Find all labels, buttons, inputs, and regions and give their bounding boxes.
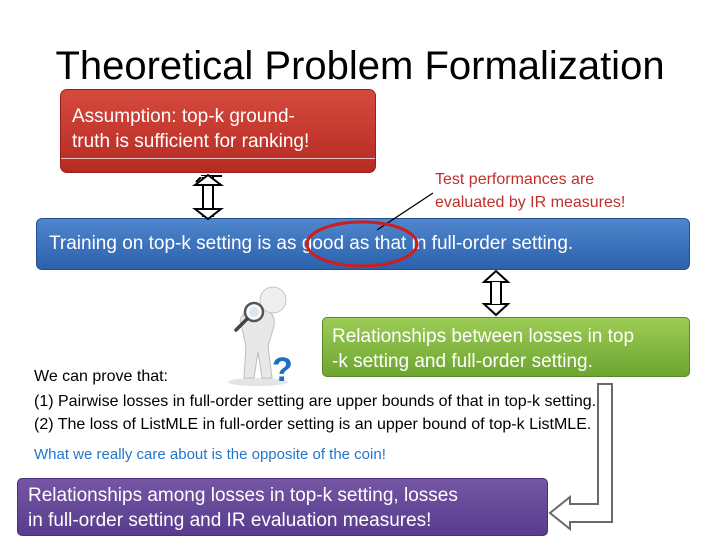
relationships-line-1: Relationships between losses in top <box>332 326 635 347</box>
proof-item-2: (2) The loss of ListMLE in full-order se… <box>34 416 592 433</box>
conclusion-box: Relationships among losses in top-k sett… <box>17 478 548 536</box>
proof-item-1: (1) Pairwise losses in full-order settin… <box>34 393 597 410</box>
test-note-line-1: Test performances are <box>435 171 595 188</box>
assumption-box: Assumption: top-k ground- truth is suffi… <box>60 89 376 173</box>
assumption-line-2: truth is sufficient for ranking! <box>72 131 310 152</box>
assumption-line-1: Assumption: top-k ground- <box>72 106 295 127</box>
question-mark-icon: ? <box>272 351 293 389</box>
training-statement-box: Training on top-k setting is as good as … <box>36 218 690 270</box>
assumption-underline <box>61 158 375 159</box>
conclusion-line-1: Relationships among losses in top-k sett… <box>28 485 458 506</box>
double-arrow-icon <box>192 173 224 221</box>
care-note: What we really care about is the opposit… <box>34 446 386 463</box>
proof-intro: We can prove that: <box>34 368 168 385</box>
double-arrow-icon <box>481 269 511 317</box>
highlight-ellipse <box>305 220 419 268</box>
thinking-person-icon <box>228 286 288 386</box>
slide-title: Theoretical Problem Formalization <box>55 44 665 88</box>
test-note-line-2: evaluated by IR measures! <box>435 194 626 211</box>
test-performance-note: Test performances are evaluated by IR me… <box>435 168 695 214</box>
relationships-line-2: -k setting and full-order setting. <box>332 351 593 372</box>
bent-arrow-icon <box>548 383 613 532</box>
conclusion-line-2: in full-order setting and IR evaluation … <box>28 510 432 531</box>
relationships-box: Relationships between losses in top -k s… <box>322 317 690 377</box>
